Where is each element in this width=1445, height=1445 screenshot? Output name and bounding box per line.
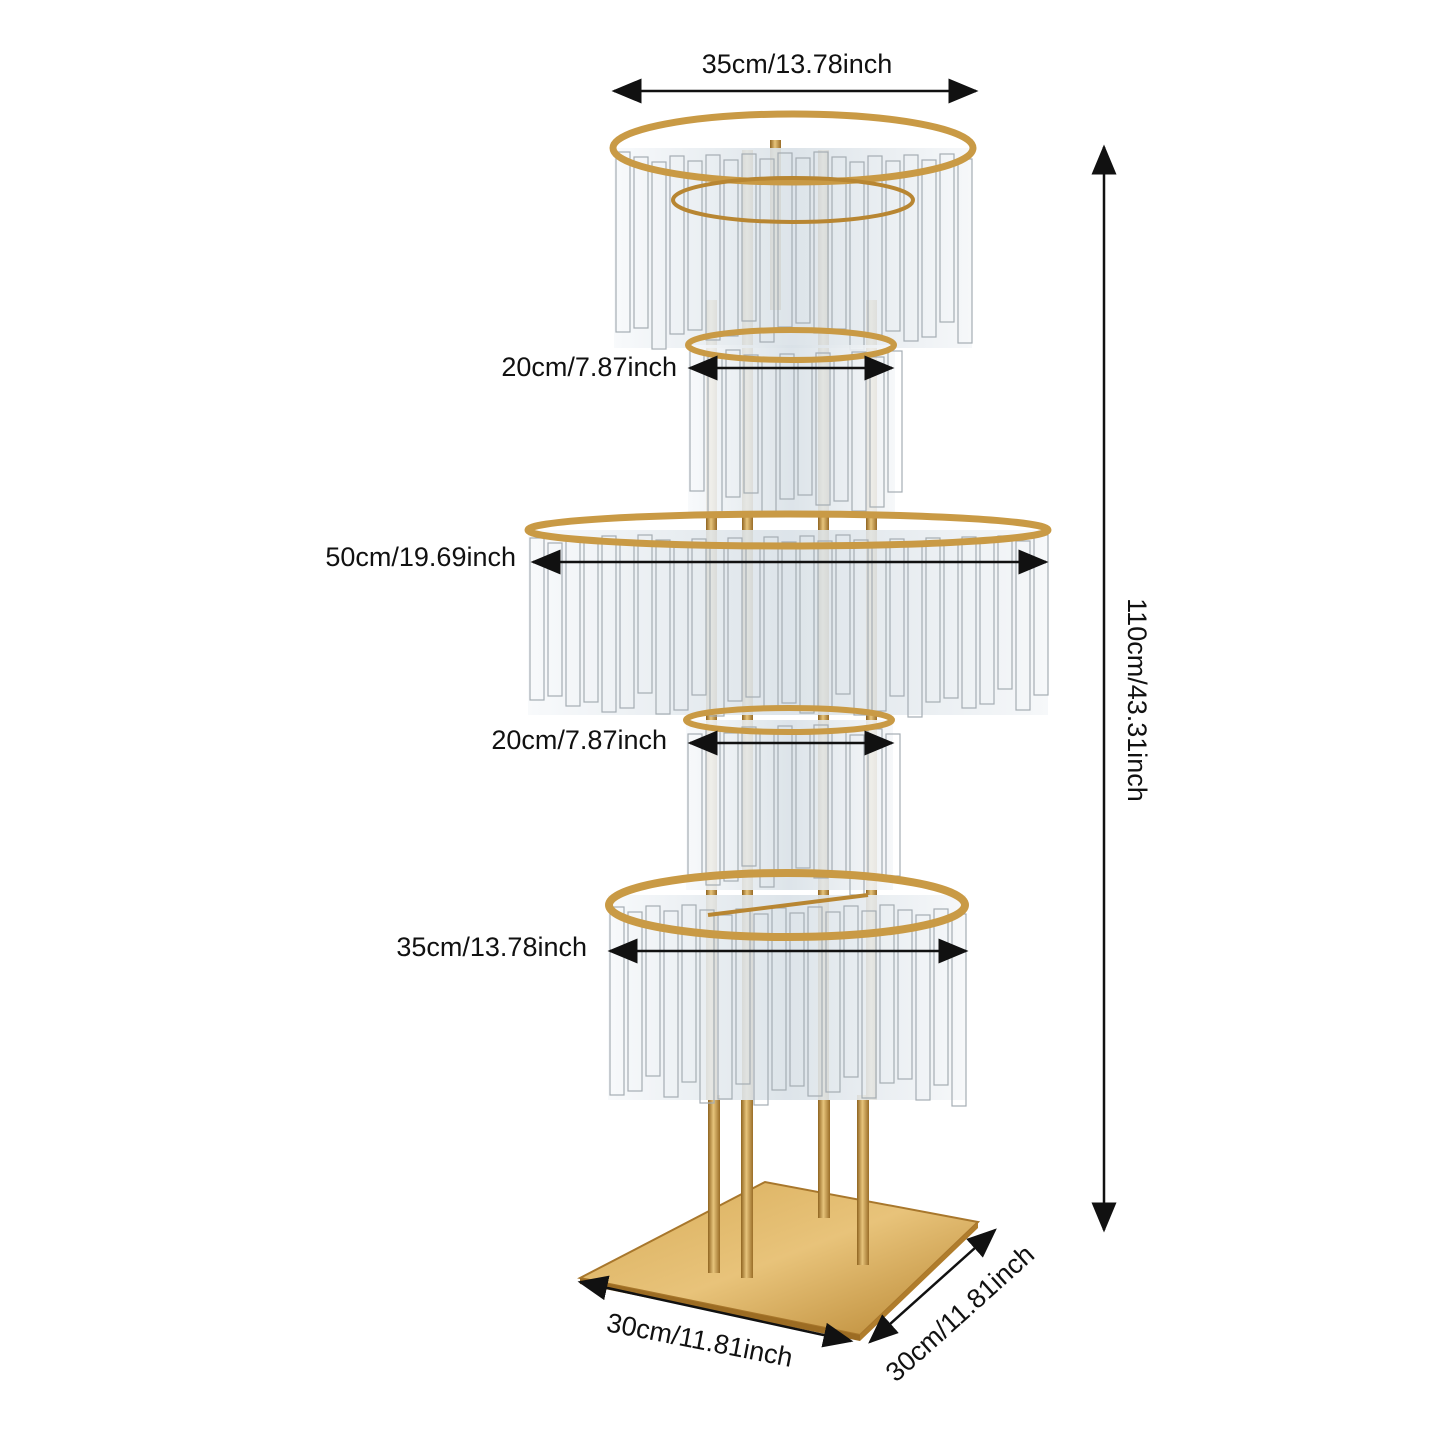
crystal-prism [705, 154, 721, 341]
tier-lower-small [683, 705, 901, 896]
crystal-cake-stand [524, 110, 1052, 1341]
crystal-prism [669, 155, 685, 335]
crystal-prism [795, 157, 811, 324]
crystal-prism [889, 538, 905, 697]
crystal-prism [651, 161, 667, 350]
crystal-prism [753, 913, 769, 1106]
crystal-prism [759, 158, 775, 343]
stand-legs [708, 1095, 869, 1278]
stand-base-plate [577, 1180, 981, 1337]
crystal-prism [813, 724, 829, 879]
crystal-prism [741, 153, 757, 322]
crystal-prism [777, 152, 793, 328]
crystal-prism [853, 539, 869, 716]
crystal-prism [921, 159, 937, 338]
crystal-prism [743, 354, 759, 494]
crystal-prism [885, 160, 901, 332]
tier-bottom [605, 869, 969, 1107]
top-width-label: 35cm/13.78inch [702, 49, 893, 79]
crystal-prism [741, 726, 757, 867]
crystal-prism [779, 353, 795, 500]
tier-top [609, 110, 977, 351]
upper-small-width-label: 20cm/7.87inch [501, 352, 677, 382]
crystal-prism [717, 914, 733, 1100]
middle-width-label: 50cm/19.69inch [325, 542, 516, 572]
crystal-prism [547, 542, 563, 697]
crystal-prism [825, 911, 841, 1093]
crystal-prism [633, 156, 649, 329]
base-side-depth-arrow [868, 1228, 997, 1344]
crystal-prism [903, 154, 919, 342]
crystal-prism [645, 905, 661, 1077]
tier-middle [524, 510, 1052, 718]
crystal-prism [925, 537, 941, 703]
crystal-prism [835, 534, 851, 695]
crystal-prism [879, 904, 895, 1084]
crystal-prism [637, 534, 653, 694]
total-height-label: 110cm/43.31inch [1122, 598, 1152, 802]
crystal-prism [851, 351, 867, 512]
crystal-prism [887, 350, 903, 493]
crystal-prism [687, 160, 703, 331]
crystal-prism [727, 537, 743, 702]
crystal-prism [609, 906, 625, 1096]
crystal-prism [897, 909, 913, 1080]
bottom-width-label: 35cm/13.78inch [396, 932, 587, 962]
crystal-prism [601, 535, 617, 713]
base-front-width-arrow [577, 1275, 854, 1348]
crystal-prism [1015, 540, 1031, 711]
crystal-prism [939, 153, 955, 323]
crystal-prism [691, 538, 707, 696]
crystal-prism [663, 910, 679, 1098]
crystal-prism [843, 905, 859, 1078]
crystal-prism [915, 914, 931, 1101]
crystal-prism [815, 352, 831, 506]
crystal-prism [699, 909, 715, 1104]
crystal-prism [681, 904, 697, 1083]
lower-small-width-label: 20cm/7.87inch [491, 725, 667, 755]
crystal-prism [933, 908, 949, 1086]
crystal-prism [529, 537, 545, 701]
crystal-prism [799, 535, 815, 714]
crystal-prism [789, 912, 805, 1087]
crystal-prism [725, 349, 741, 498]
crystal-prism [781, 541, 797, 704]
crystal-prism [655, 539, 671, 715]
crystal-prism [723, 159, 739, 337]
crystal-prism [861, 910, 877, 1099]
crystal-prism [807, 906, 823, 1097]
crystal-prism [961, 536, 977, 709]
crystal-prism [627, 911, 643, 1092]
tier-upper-small [685, 327, 903, 515]
crystal-prism [615, 151, 631, 333]
